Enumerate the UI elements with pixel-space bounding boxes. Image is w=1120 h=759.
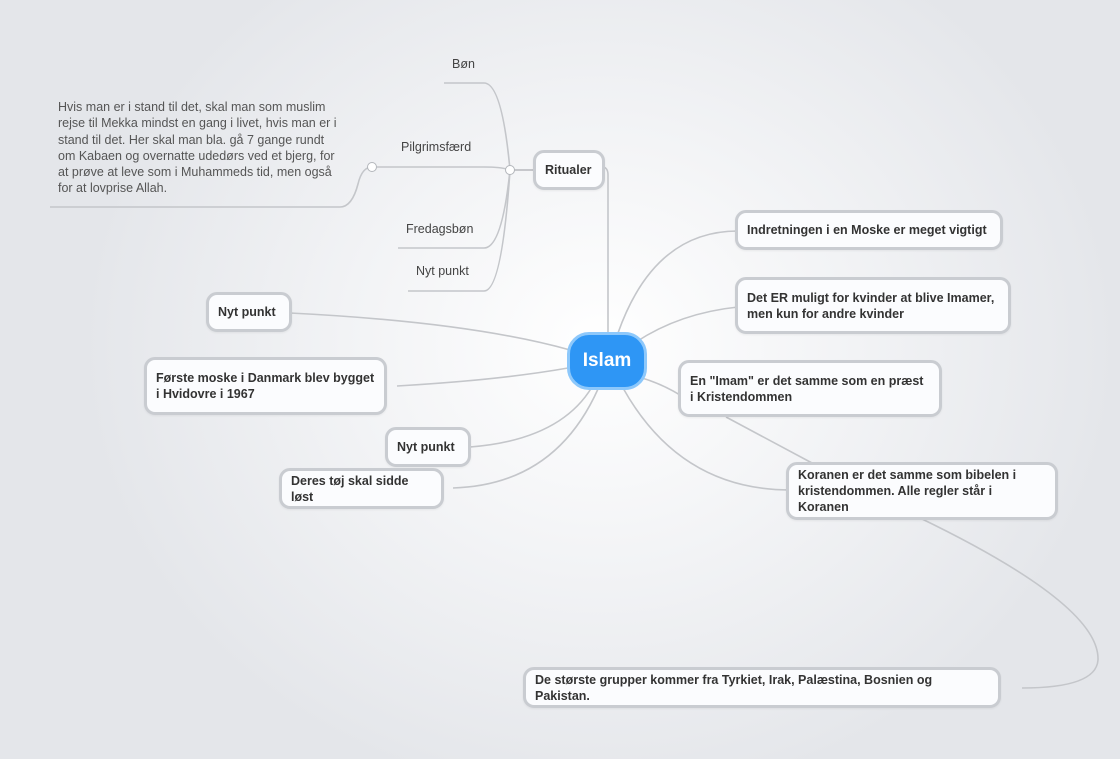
- link-bon: [444, 82, 534, 171]
- link-nytpunkt-1: [289, 312, 571, 351]
- subtopic-nyt-punkt[interactable]: Nyt punkt: [416, 264, 469, 278]
- subtopic-fredagsbon[interactable]: Fredagsbøn: [406, 222, 474, 236]
- pilgrimsfaerd-note[interactable]: Hvis man er i stand til det, skal man so…: [58, 100, 337, 196]
- topic-indretning[interactable]: Indretningen i en Moske er meget vigtigt: [735, 210, 1003, 250]
- link-kvinder: [635, 306, 739, 343]
- central-topic[interactable]: Islam: [567, 332, 647, 390]
- subtopic-bon[interactable]: Bøn: [452, 57, 475, 71]
- topic-grupper[interactable]: De største grupper kommer fra Tyrkiet, I…: [523, 667, 1001, 708]
- link-imam: [641, 377, 681, 396]
- topic-koranen[interactable]: Koranen er det samme som bibelen i krist…: [786, 462, 1058, 520]
- subtopic-pilgrimsfaerd[interactable]: Pilgrimsfærd: [401, 140, 472, 154]
- link-imam-koranen: [725, 416, 813, 464]
- link-indretning: [617, 230, 739, 334]
- link-nytpunkt-2: [469, 386, 593, 448]
- topic-ritualer[interactable]: Ritualer: [533, 150, 605, 190]
- link-koranen: [622, 387, 791, 491]
- topic-label: De største grupper kommer fra Tyrkiet, I…: [535, 672, 933, 703]
- topic-forste-moske[interactable]: Første moske i Danmark blev bygget i Hvi…: [144, 357, 387, 415]
- link-ritualer: [601, 166, 609, 333]
- topic-label: Nyt punkt: [397, 440, 455, 454]
- topic-label: Indretningen i en Moske er meget vigtigt: [747, 223, 987, 237]
- pilgrim-collapse-button[interactable]: [367, 162, 377, 172]
- topic-nyt-punkt-1[interactable]: Nyt punkt: [206, 292, 292, 332]
- topic-label: Nyt punkt: [218, 305, 276, 319]
- ritualer-collapse-button[interactable]: [505, 165, 515, 175]
- topic-label: Første moske i Danmark blev bygget i Hvi…: [156, 371, 375, 401]
- link-note: [50, 166, 373, 208]
- topic-label: Deres tøj skal sidde løst: [291, 473, 409, 504]
- link-toj: [452, 388, 599, 489]
- topic-label: En "Imam" er det samme som en præst i Kr…: [690, 373, 924, 404]
- link-fredag: [398, 169, 534, 249]
- link-grupper: [919, 517, 1099, 689]
- topic-nyt-punkt-2[interactable]: Nyt punkt: [385, 427, 471, 467]
- topic-label: Koranen er det samme som bibelen i krist…: [798, 468, 1017, 514]
- topic-toj[interactable]: Deres tøj skal sidde løst: [279, 468, 444, 509]
- topic-kvinder-imamer[interactable]: Det ER muligt for kvinder at blive Imame…: [735, 277, 1011, 334]
- link-moske: [396, 367, 569, 387]
- topic-label: Ritualer: [545, 163, 592, 177]
- topic-label: Det ER muligt for kvinder at blive Imame…: [747, 290, 995, 321]
- topic-imam[interactable]: En "Imam" er det samme som en præst i Kr…: [678, 360, 942, 417]
- central-topic-label: Islam: [582, 350, 632, 371]
- link-nytpunkt-ritual: [408, 169, 534, 292]
